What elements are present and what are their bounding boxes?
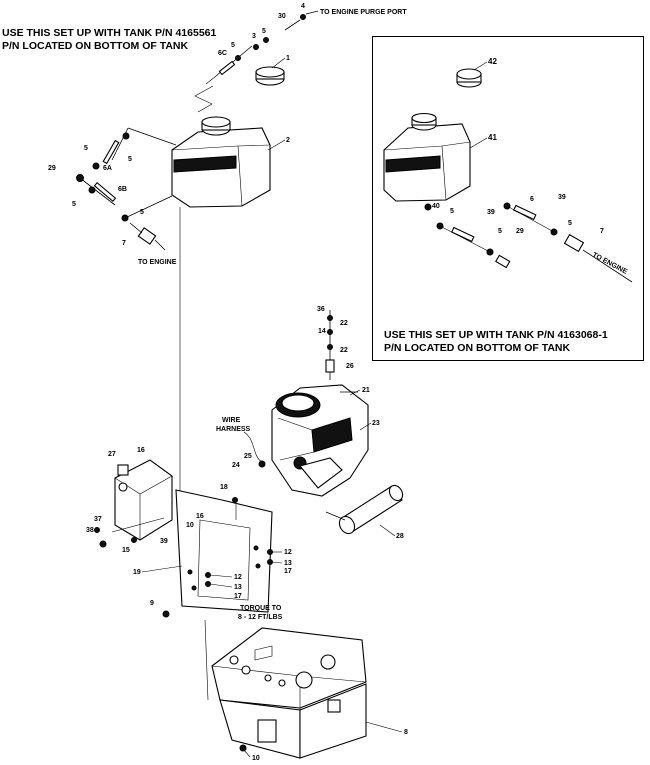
label-part-13b: 13 (284, 560, 292, 567)
label-part-10b: 10 (186, 522, 194, 529)
label-part-21: 21 (362, 387, 370, 394)
label-part-5-f: 5 (140, 209, 144, 216)
label-part-2: 2 (286, 137, 290, 144)
label-part-36: 36 (317, 306, 325, 313)
small-fasteners-left (94, 497, 238, 618)
label-part-26: 26 (346, 363, 354, 370)
label-part-9: 9 (150, 600, 154, 607)
label-part-3: 3 (252, 33, 256, 40)
label-part-22b: 22 (340, 347, 348, 354)
label-inset-5a: 5 (450, 208, 454, 215)
label-inset-40: 40 (432, 203, 440, 210)
label-inset-6: 6 (530, 196, 534, 203)
bolt-10 (239, 744, 247, 752)
label-part-22a: 22 (340, 320, 348, 327)
label-part-37: 37 (94, 516, 102, 523)
note-tank-4165561: USE THIS SET UP WITH TANK P/N 4165561 P/… (2, 27, 217, 52)
leader-lines (141, 57, 488, 758)
label-part-10: 10 (252, 755, 260, 762)
label-part-6b: 6B (118, 186, 127, 193)
label-part-39: 39 (160, 538, 168, 545)
label-part-8: 8 (404, 729, 408, 736)
label-torque-2: 8 - 12 FT/LBS (238, 614, 283, 621)
label-part-23: 23 (372, 420, 380, 427)
inset-cap-42 (456, 68, 482, 88)
oil-reservoir-16 (114, 459, 173, 541)
label-part-12b: 12 (284, 549, 292, 556)
inset-alternate-setup-frame (372, 36, 644, 361)
label-inset-7: 7 (600, 228, 604, 235)
label-part-17b: 17 (284, 568, 292, 575)
label-inset-39a: 39 (487, 209, 495, 216)
fuel-cap-1 (255, 66, 285, 86)
label-part-18: 18 (220, 484, 228, 491)
label-part-1: 1 (286, 55, 290, 62)
label-part-5-d: 5 (128, 156, 132, 163)
label-part-12a: 12 (234, 574, 242, 581)
label-part-19: 19 (133, 569, 141, 576)
engine-23 (271, 384, 369, 497)
bracket-19 (175, 489, 273, 613)
engine-primer-fittings (325, 310, 358, 393)
label-engine-purge-port: TO ENGINE PURGE PORT (320, 9, 407, 16)
label-part-16: 16 (137, 447, 145, 454)
label-part-38: 38 (86, 527, 94, 534)
label-part-7: 7 (122, 240, 126, 247)
label-part-27: 27 (108, 451, 116, 458)
muffler-28 (325, 484, 404, 535)
label-wire-harness-2: HARNESS (216, 426, 251, 433)
label-part-17a: 17 (234, 593, 242, 600)
label-part-14: 14 (318, 328, 326, 335)
label-inset-29: 29 (516, 228, 524, 235)
fuel-tank-main (171, 116, 271, 208)
label-part-25: 25 (244, 453, 252, 460)
wire-harness-line (243, 431, 263, 463)
label-part-29: 29 (48, 165, 56, 172)
label-inset-39b: 39 (558, 194, 566, 201)
label-part-5-b: 5 (231, 42, 235, 49)
label-part-4: 4 (301, 3, 305, 10)
label-part-28: 28 (396, 533, 404, 540)
label-inset-41: 41 (488, 133, 497, 142)
label-inset-5b: 5 (498, 228, 502, 235)
label-to-engine-inset: TO ENGINE (591, 252, 628, 276)
label-wire-harness-1: WIRE (222, 417, 241, 424)
label-part-5-e: 5 (72, 201, 76, 208)
frame-8 (211, 627, 367, 759)
label-part-5-c: 5 (84, 145, 88, 152)
label-part-13a: 13 (234, 584, 242, 591)
label-part-5-top: 5 (262, 28, 266, 35)
label-inset-5c: 5 (568, 220, 572, 227)
label-torque-1: TORQUE TO (240, 605, 282, 612)
label-part-6c: 6C (218, 50, 227, 57)
label-part-15: 15 (122, 547, 130, 554)
vent-hose-assembly (76, 127, 177, 251)
fuel-line-lower (204, 619, 209, 701)
note-tank-4163068-1: USE THIS SET UP WITH TANK P/N 4163068-1 … (384, 329, 608, 354)
label-part-6a: 6A (103, 165, 112, 172)
purge-line-fittings (194, 10, 319, 113)
label-part-30: 30 (278, 13, 286, 20)
label-inset-42: 42 (488, 57, 497, 66)
label-to-engine-left: TO ENGINE (138, 259, 177, 266)
label-part-16b: 16 (196, 513, 204, 520)
inset-fuel-line-fittings (424, 202, 633, 283)
inset-fuel-tank-41 (383, 112, 471, 202)
label-part-24: 24 (232, 462, 240, 469)
